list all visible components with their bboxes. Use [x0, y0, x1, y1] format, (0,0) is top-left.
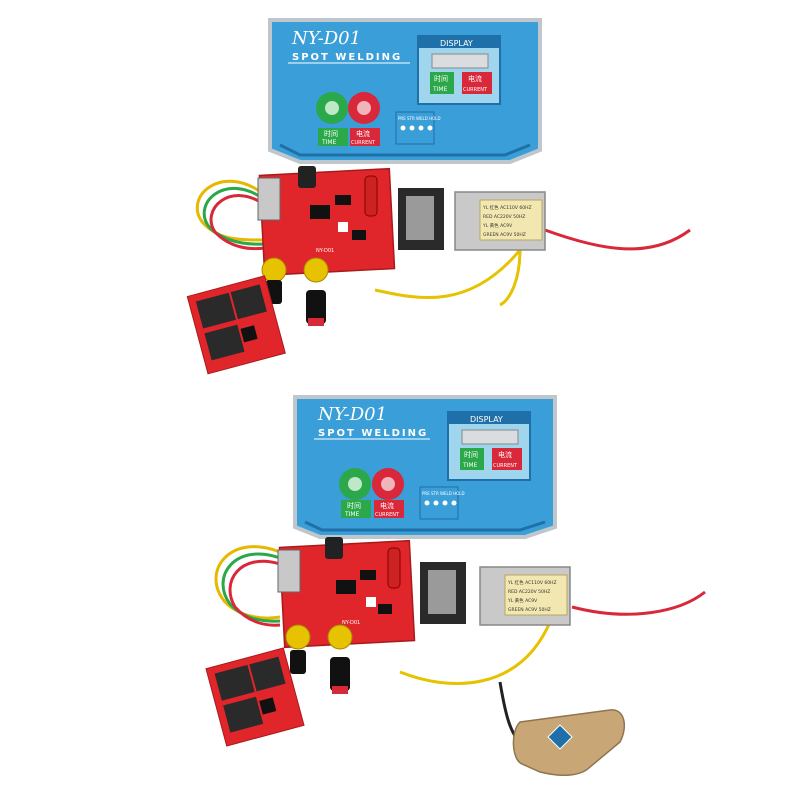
pedal-emblem-icon: [547, 724, 573, 750]
display-label: DISPLAY: [470, 415, 503, 424]
relay: [364, 175, 378, 217]
control-panel-sticker: NY-D01 SPOT WELDING DISPLAY 时间 TIME 电流 C…: [293, 395, 557, 539]
digital-display: [186, 275, 286, 375]
panel-time-cn: 时间: [324, 129, 338, 138]
wiring: [214, 545, 706, 685]
product-illustration-with-pedal: NY-D01 SPOT WELDING DISPLAY 时间 TIME 电流 C…: [205, 395, 706, 777]
panel-subtitle-text: SPOT WELDING: [318, 428, 428, 439]
product-scene-bottom: NY-D01 SPOT WELDING DISPLAY 时间 TIME 电流 C…: [0, 392, 800, 792]
panel-current-en: CURRENT: [375, 512, 400, 518]
product-illustration: NY-D01 SPOT WELDING DISPLAY 时间 TIME 电流 C…: [186, 18, 691, 375]
display-time-en: TIME: [462, 462, 478, 469]
display-time-en: TIME: [432, 86, 448, 93]
panel-current-en: CURRENT: [351, 140, 376, 146]
chip: [310, 205, 330, 219]
foot-pedal: [498, 681, 626, 777]
display-current-en: CURRENT: [493, 463, 518, 469]
display-window: [431, 53, 489, 69]
board-label: NY-D01: [316, 248, 334, 254]
panel-model-text: NY-D01: [317, 404, 387, 425]
transformer: YL 红色 AC110V 60HZ RED AC220V 50HZ YL 黄色 …: [454, 191, 546, 251]
panel-subtitle-text: SPOT WELDING: [292, 52, 402, 63]
panel-model-text: NY-D01: [291, 28, 361, 49]
panel-current-cn: 电流: [380, 501, 394, 510]
transformer-label-1: YL 红色 AC110V 60HZ: [507, 579, 557, 586]
transformer-label-2: RED AC220V 50HZ: [483, 214, 525, 220]
current-pot-knob: [306, 290, 326, 324]
transformer-label-1: YL 红色 AC110V 60HZ: [482, 204, 532, 211]
display-time-cn: 时间: [434, 74, 448, 83]
transformer-label-3: YL 黄色 AC9V: [482, 222, 513, 229]
transformer-label-2: RED AC220V 50HZ: [508, 589, 550, 595]
control-panel-sticker: NY-D01 SPOT WELDING DISPLAY 时间 TIME 电流 C…: [268, 18, 542, 164]
panel-time-en: TIME: [321, 139, 337, 146]
board-label: NY-D01: [342, 620, 360, 626]
transformer-label-4: GREEN AC9V 50HZ: [508, 607, 551, 613]
panel-time-en: TIME: [344, 511, 360, 518]
display-label: DISPLAY: [440, 39, 473, 48]
control-board: NY-D01: [277, 537, 466, 694]
wiring: [195, 179, 691, 307]
display-current-cn: 电流: [498, 450, 512, 459]
panel-current-cn: 电流: [356, 129, 370, 138]
indicator-header: PRE STR WELD HOLD: [422, 491, 465, 496]
digital-display: [205, 647, 305, 747]
display-time-cn: 时间: [464, 450, 478, 459]
control-board: NY-D01: [257, 166, 444, 326]
transformer-label-4: GREEN AC9V 50HZ: [483, 232, 526, 238]
capacitor: [298, 166, 316, 188]
transformer: YL 红色 AC110V 60HZ RED AC220V 50HZ YL 黄色 …: [479, 566, 571, 626]
product-scene-top: NY-D01 SPOT WELDING DISPLAY 时间 TIME 电流 C…: [186, 18, 691, 375]
display-current-cn: 电流: [468, 74, 482, 83]
transformer-label-3: YL 黄色 AC9V: [507, 597, 538, 604]
panel-time-cn: 时间: [347, 501, 361, 510]
indicator-header: PRE STR WELD HOLD: [398, 116, 441, 121]
display-current-en: CURRENT: [463, 87, 488, 93]
